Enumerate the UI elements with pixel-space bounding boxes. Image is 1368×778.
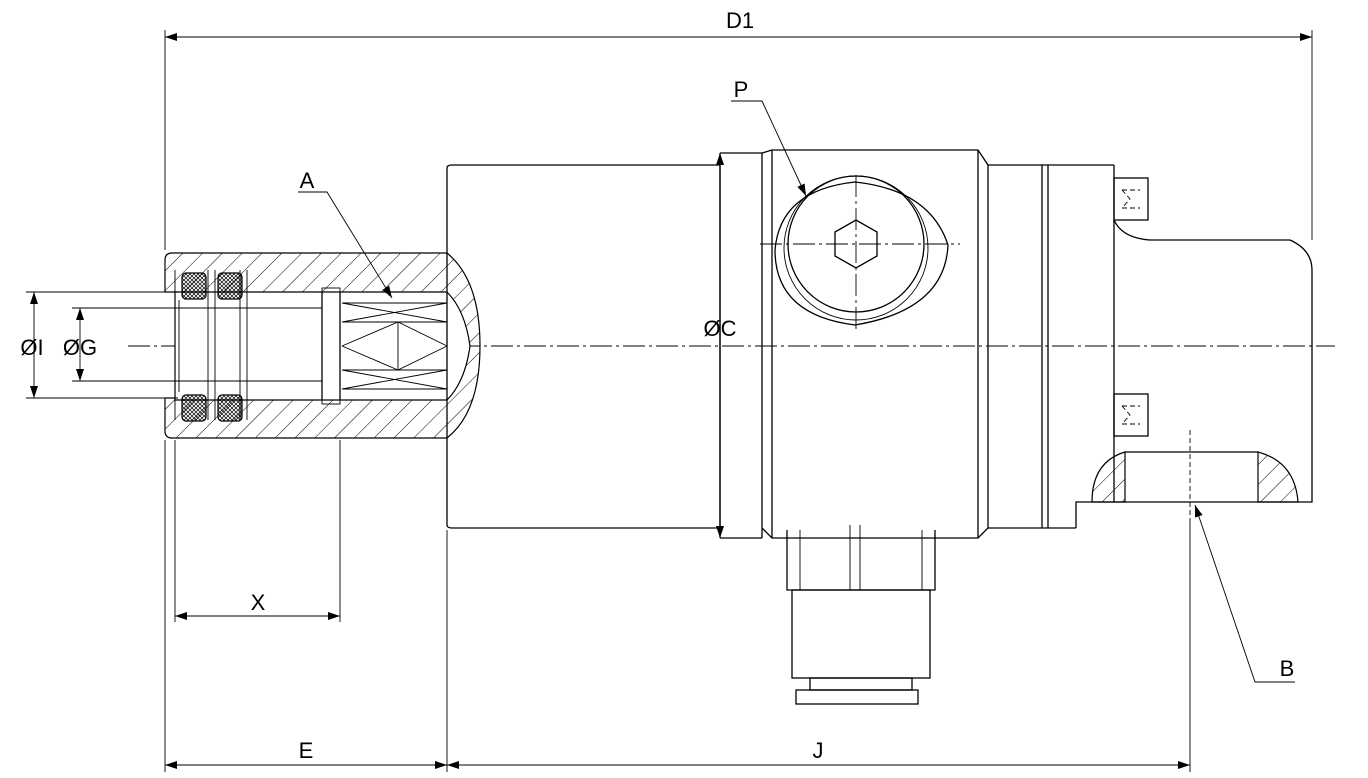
label-B: B (1280, 656, 1295, 681)
dimensions (26, 30, 1313, 772)
seal-ring (181, 394, 207, 422)
port-plug (760, 175, 960, 330)
seal-ring (181, 272, 207, 300)
bolt-head (1113, 393, 1149, 437)
label-P: P (734, 77, 749, 102)
leaders (298, 100, 1295, 683)
label-J: J (813, 738, 824, 763)
rotor-housing-section (164, 252, 481, 439)
shaft-end (341, 302, 448, 390)
label-X: X (251, 590, 266, 615)
seal-ring (217, 394, 243, 422)
label-C-diameter: ØC (704, 316, 737, 341)
label-I-diameter: ØI (20, 335, 43, 360)
bolt-head (1113, 177, 1149, 221)
body (446, 149, 1114, 539)
label-G-diameter: ØG (63, 335, 97, 360)
label-D1: D1 (726, 8, 754, 33)
label-E: E (299, 738, 314, 763)
seal-ring (217, 272, 243, 300)
label-A: A (300, 168, 315, 193)
flange (1075, 165, 1313, 528)
bottom-fitting (786, 525, 936, 705)
